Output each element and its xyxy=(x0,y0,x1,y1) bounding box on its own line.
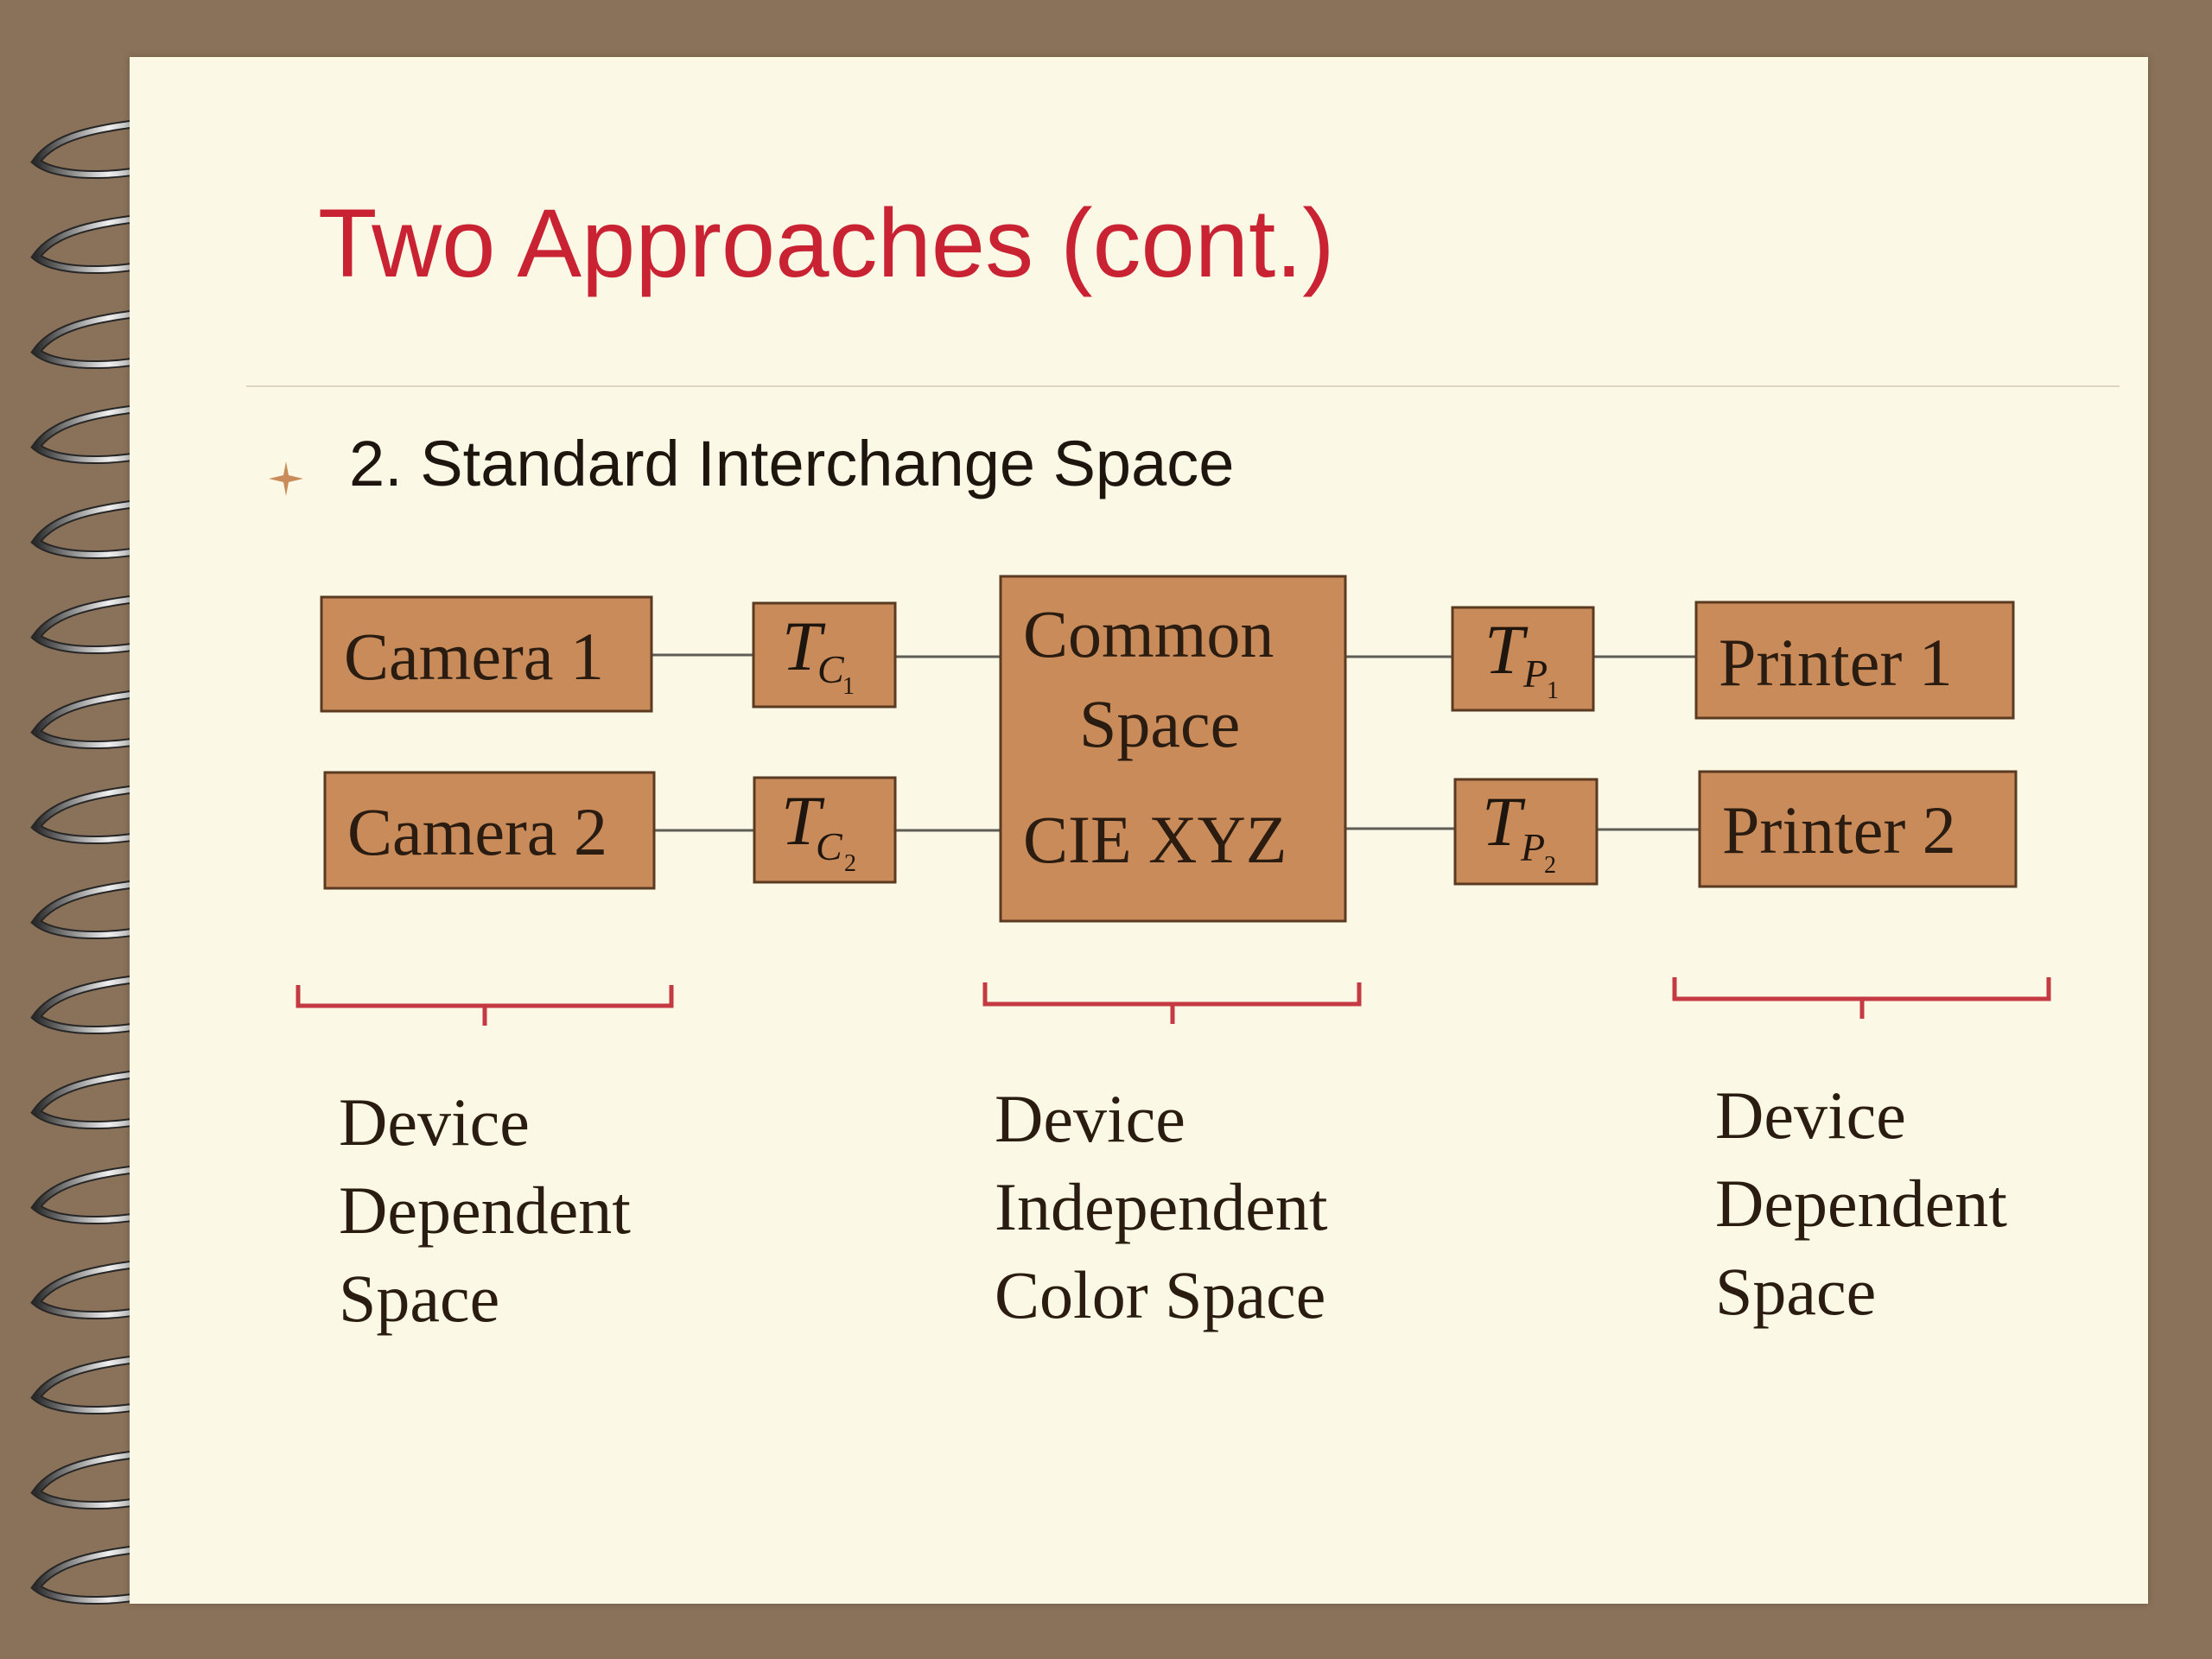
transform-p2-main: T xyxy=(1482,782,1526,861)
transform-c1-main: T xyxy=(782,607,826,685)
center-space-line-2: Independent xyxy=(995,1169,1328,1244)
center-brace xyxy=(982,982,1362,1024)
transform-c1-subsub: 1 xyxy=(842,673,855,700)
printer-1-box xyxy=(1694,601,2015,720)
left-space-label: Device Dependent Space xyxy=(339,1078,631,1343)
title-divider xyxy=(246,385,2120,387)
camera-1-box xyxy=(320,595,653,713)
transform-c1-label: T C 1 xyxy=(782,607,855,700)
transform-c2-main: T xyxy=(781,781,825,860)
transform-p1-sub: P xyxy=(1522,652,1548,696)
right-space-line-1: Device xyxy=(1715,1077,1906,1153)
left-space-line-2: Dependent xyxy=(339,1173,631,1248)
transform-p1-box xyxy=(1451,606,1595,712)
transform-c2-label: T C 2 xyxy=(781,781,856,877)
transform-c2-box xyxy=(753,776,897,884)
transform-p2-label: T P 2 xyxy=(1482,782,1556,879)
center-space-line-1: Device xyxy=(995,1081,1185,1156)
printer-1-label: Printer 1 xyxy=(1719,625,1953,700)
transform-p2-subsub: 2 xyxy=(1544,852,1556,879)
transform-p1-label: T P 1 xyxy=(1484,610,1559,704)
right-brace xyxy=(1672,977,2051,1019)
transform-c2-sub: C xyxy=(816,824,843,868)
right-space-line-3: Space xyxy=(1715,1254,1877,1329)
right-space-label: Device Dependent Space xyxy=(1715,1071,2007,1336)
transform-p1-main: T xyxy=(1484,610,1529,689)
left-brace xyxy=(296,985,674,1026)
bullet-text: 2. Standard Interchange Space xyxy=(349,428,1235,499)
printer-2-box xyxy=(1698,770,2018,888)
slide-title: Two Approaches (cont.) xyxy=(318,189,1335,297)
transform-p1-subsub: 1 xyxy=(1547,677,1559,704)
left-space-line-1: Device xyxy=(339,1084,530,1160)
common-space-line-1: Common xyxy=(1023,596,1274,671)
common-space-line-3: CIE XYZ xyxy=(1023,802,1287,877)
transform-c2-subsub: 2 xyxy=(844,850,856,877)
camera-1-label: Camera 1 xyxy=(344,619,604,694)
transform-c1-sub: C xyxy=(817,647,845,691)
sparkle-icon xyxy=(269,461,303,496)
transform-p2-box xyxy=(1453,778,1599,886)
right-space-line-2: Dependent xyxy=(1715,1166,2007,1241)
camera-2-box xyxy=(323,771,656,890)
camera-2-label: Camera 2 xyxy=(347,794,607,869)
center-space-label: Device Independent Color Space xyxy=(995,1075,1328,1339)
transform-c1-box xyxy=(752,601,897,709)
center-space-line-3: Color Space xyxy=(995,1257,1326,1332)
common-space-box xyxy=(999,575,1347,923)
printer-2-label: Printer 2 xyxy=(1722,792,1956,868)
left-space-line-3: Space xyxy=(339,1261,500,1336)
common-space-line-2: Space xyxy=(1079,686,1240,761)
transform-p2-sub: P xyxy=(1520,825,1545,869)
